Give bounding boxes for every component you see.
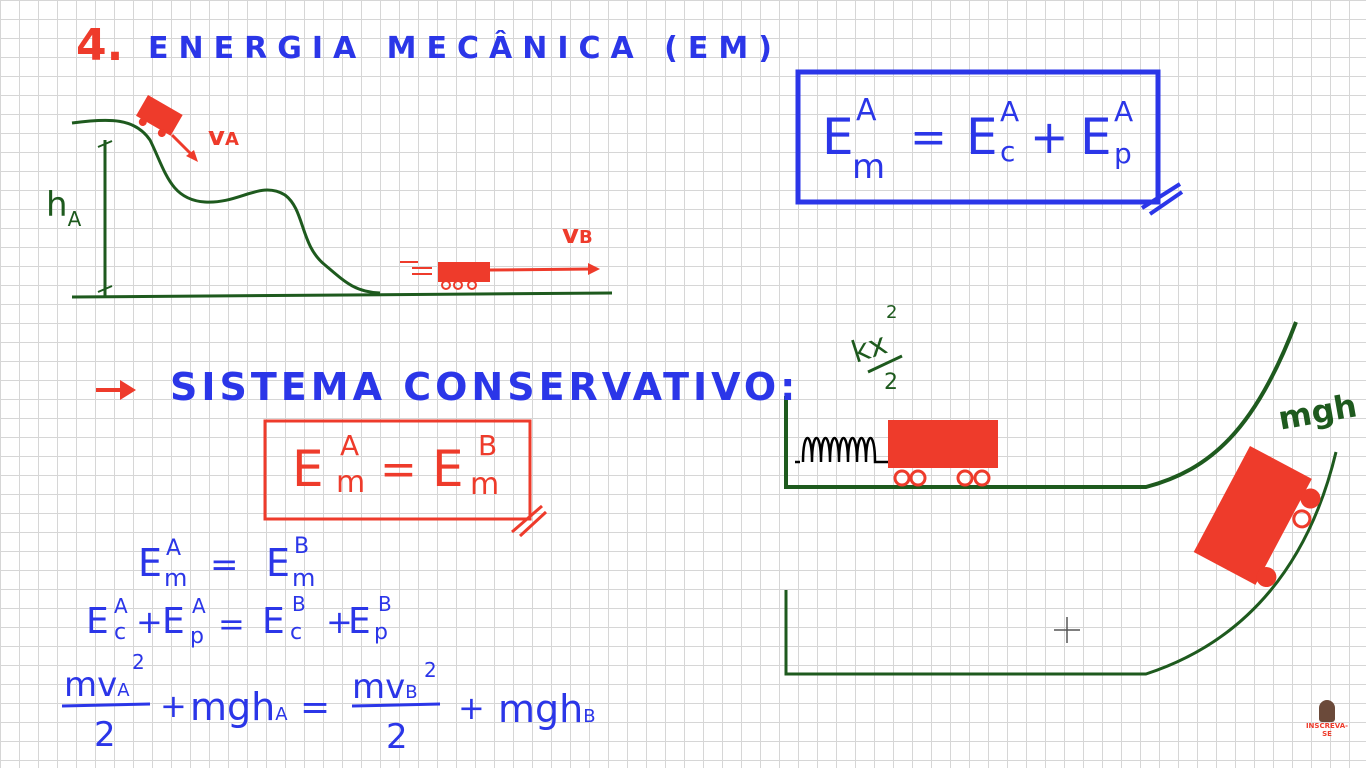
red-formula-box <box>263 419 532 521</box>
title-number: 4. <box>76 20 124 71</box>
subscribe-badge[interactable]: INSCREVA-SE <box>1302 700 1352 738</box>
cart-top-left <box>136 95 183 138</box>
cursor-crosshair <box>1054 617 1080 643</box>
cart-ramp <box>1193 446 1321 588</box>
velocity-a-label: vA <box>208 122 239 152</box>
conservative-heading: SISTEMA CONSERVATIVO: <box>170 365 800 409</box>
fraction-1-numerator: mvA <box>64 665 130 705</box>
mgh-a: mghA <box>190 685 288 729</box>
avatar <box>1319 700 1335 722</box>
spring-coil <box>795 437 890 464</box>
kx-fraction-bar <box>867 354 903 374</box>
height-label: hA <box>46 185 82 231</box>
fraction-2-denominator: 2 <box>386 717 408 757</box>
spring-track <box>784 321 1298 489</box>
fraction-1-denominator: 2 <box>94 715 116 755</box>
page-title: ENERGIA MECÂNICA (EM) <box>148 31 782 66</box>
hill-track <box>71 118 381 295</box>
cart-ground <box>400 261 490 290</box>
cart-spring <box>888 420 998 487</box>
fraction-2-numerator: mvB <box>352 667 418 707</box>
arrow-vB <box>489 267 593 272</box>
velocity-b-label: vB <box>562 220 593 250</box>
mgh-b: mghB <box>498 687 596 731</box>
ground-line <box>71 291 613 299</box>
blue-formula-box <box>795 69 1161 205</box>
ramp-track <box>784 451 1338 676</box>
